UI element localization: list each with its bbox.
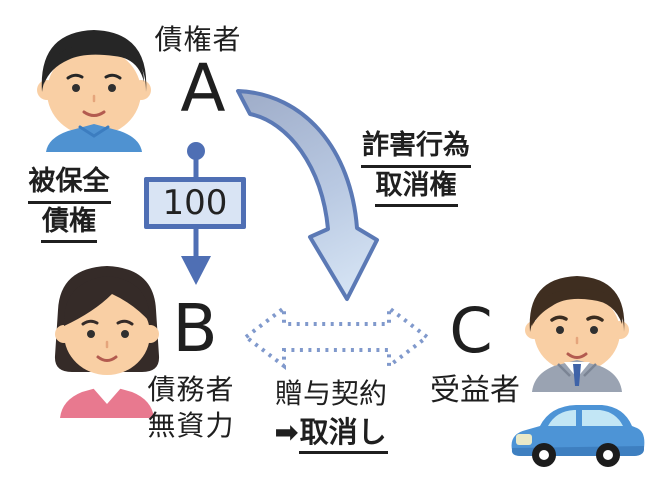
gift-contract-label: 贈与契約: [274, 377, 387, 410]
secured-claim-line2: 債権: [41, 204, 97, 244]
secured-claim-line1: 被保全: [27, 164, 111, 204]
debtor-status-label: 無資力: [147, 408, 235, 442]
cancel-arrow-icon: ➡: [274, 415, 299, 449]
dashed-double-arrow-b-c-icon: [242, 303, 431, 371]
fraudulent-act-line2: 取消権: [374, 168, 458, 208]
person-c-illustration: [514, 270, 640, 392]
beneficiary-letter: C: [449, 294, 493, 367]
car-illustration: [504, 396, 649, 476]
creditor-letter: A: [180, 50, 226, 127]
gift-cancel-label: 取消し: [298, 414, 388, 455]
fraudulent-act-label: 詐害行為 取消権: [348, 128, 484, 208]
debtor-labels: 債務者 無資力: [136, 372, 246, 444]
gift-contract-block: 贈与契約 ➡取消し: [256, 376, 406, 455]
gift-cancel-line: ➡取消し: [256, 414, 406, 455]
claim-amount-box: 100: [144, 177, 246, 229]
woman-pink-top-icon: [54, 266, 160, 418]
fraudulent-act-line1: 詐害行為: [361, 128, 471, 168]
debtor-role-label: 債務者: [147, 373, 235, 406]
claim-amount-value: 100: [162, 183, 228, 223]
man-blue-shirt-icon: [37, 30, 151, 152]
person-b-illustration: [38, 260, 176, 418]
creditor-role-label: 債権者: [154, 23, 242, 56]
debtor-letter: B: [172, 290, 218, 367]
person-a-illustration: [28, 20, 160, 152]
blue-car-icon: [511, 405, 645, 467]
secured-claim-label: 被保全 債権: [12, 164, 126, 244]
beneficiary-role-label: 受益者: [430, 373, 520, 408]
man-suit-icon: [525, 276, 629, 392]
